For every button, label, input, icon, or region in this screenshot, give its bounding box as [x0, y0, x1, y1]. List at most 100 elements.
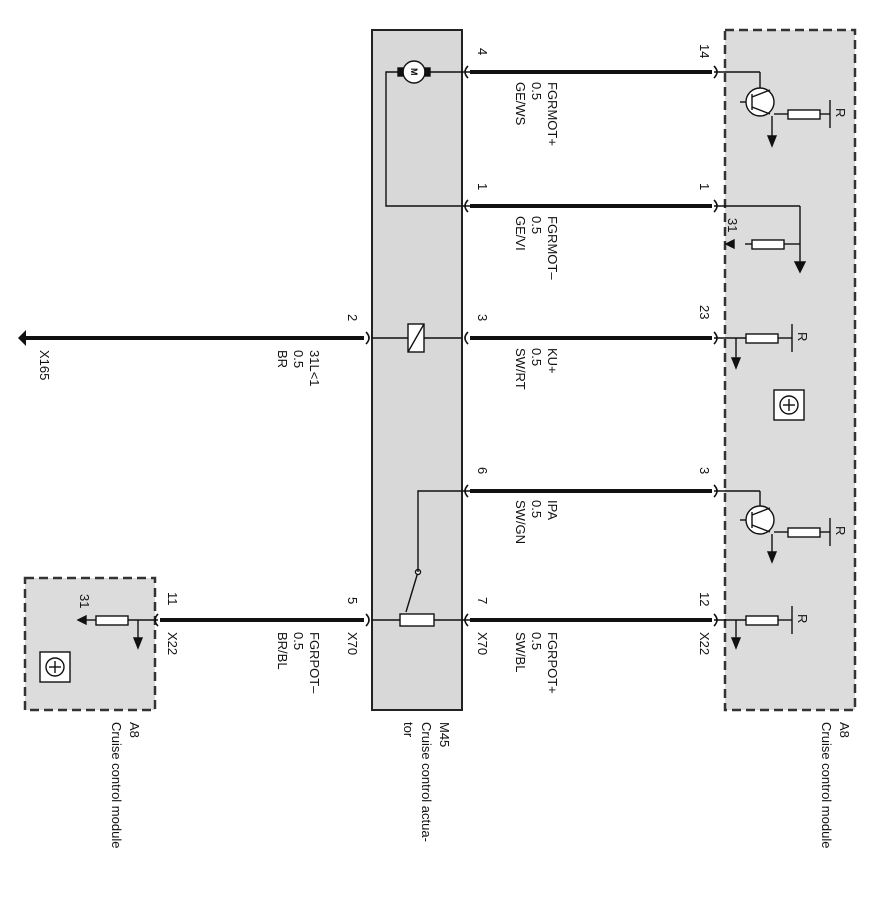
wire-gauge: 0.5: [529, 82, 544, 100]
left-module-pin-11: 11: [165, 592, 180, 606]
wire-label-fgrpot-plus: FGRPOT+ 0.5 SW/BL: [513, 632, 560, 694]
ground-31-label: 31: [77, 594, 92, 608]
component-id: A8: [837, 722, 852, 738]
ground-arrow-icon: [132, 637, 144, 650]
component-id: A8: [127, 722, 142, 738]
wire-color: GE/WS: [513, 82, 528, 126]
connector-x22-right: X22: [697, 632, 712, 655]
motor-brush: [424, 67, 431, 77]
resistor-label: R: [833, 526, 848, 535]
module-pin-3: 3: [697, 467, 712, 474]
motor-brush: [397, 67, 404, 77]
wire-label-fgrmot-plus: FGRMOT+ 0.5 GE/WS: [513, 82, 560, 146]
module-symbol-circle: [779, 395, 799, 415]
wire-label-ipa: IPA 0.5 SW/GN: [513, 500, 560, 544]
transistor-leg: [751, 89, 771, 98]
ground-triangle-icon: [793, 261, 807, 274]
motor-return-lead: [385, 71, 470, 207]
resistor-icon: [745, 615, 779, 626]
ground-terminal-icon: [18, 330, 26, 346]
wire-label-ku-plus: KU+ 0.5 SW/RT: [513, 348, 560, 390]
wire-color: SW/RT: [513, 348, 528, 390]
wire-color: BR/BL: [275, 632, 290, 670]
resistor-icon: [787, 109, 821, 120]
ground-arrow-icon: [724, 238, 735, 250]
resistor-icon: [787, 527, 821, 538]
actuator-pin-5: 5: [345, 597, 360, 604]
wire-color: BR: [275, 350, 290, 368]
signal-name: FGRPOT–: [307, 632, 322, 694]
signal-name: IPA: [545, 500, 560, 520]
module-pin-1: 1: [697, 183, 712, 190]
component-name-line2: tor: [401, 722, 416, 738]
pot-wiper-lead: [417, 490, 470, 572]
signal-name: KU+: [545, 348, 560, 374]
transistor-icon: [745, 505, 775, 535]
wire-gauge: 0.5: [291, 350, 306, 368]
wire-label-fgrpot-minus: FGRPOT– 0.5 BR/BL: [275, 632, 322, 694]
left-module-internals: [39, 614, 158, 683]
module-pin-12: 12: [697, 592, 712, 606]
pin-symbol: [365, 613, 370, 627]
wire-gauge: 0.5: [529, 632, 544, 650]
signal-name: FGRMOT+: [545, 82, 560, 146]
signal-name: FGRMOT–: [545, 216, 560, 280]
module-symbol-icon: [39, 651, 71, 683]
wire-gauge: 0.5: [529, 500, 544, 518]
actuator-pin-1: 1: [475, 183, 490, 190]
wires: [26, 70, 712, 622]
ground-arrow-icon: [766, 551, 778, 564]
actuator-pin-3: 3: [475, 314, 490, 321]
component-a8-left-label: A8 Cruise control module: [109, 722, 142, 848]
transistor-leg: [751, 106, 771, 115]
component-id: M45: [437, 722, 452, 747]
wire-color: SW/BL: [513, 632, 528, 672]
transistor-leg: [751, 507, 771, 516]
module-pin-14: 14: [697, 44, 712, 58]
actuator-pin-4: 4: [475, 48, 490, 55]
component-a8-right-label: A8 Cruise control module: [819, 722, 852, 848]
connector-x70-right: X70: [475, 632, 490, 655]
motor-label: M: [409, 68, 419, 76]
resistor-icon: [745, 333, 779, 344]
right-module-internals: [714, 71, 831, 650]
actuator-internals: [372, 60, 470, 627]
wire-color: GE/VI: [513, 216, 528, 251]
transistor-leg: [751, 524, 771, 533]
ground-arrow-icon: [766, 135, 778, 148]
actuator-pin-6: 6: [475, 467, 490, 474]
signal-name: FGRPOT+: [545, 632, 560, 694]
module-a8-left-box: [23, 576, 157, 712]
resistor-icon: [751, 239, 785, 250]
pot-wiper: [405, 571, 419, 613]
clutch-coil-diagonal: [407, 323, 425, 353]
actuator-pin-7: 7: [475, 597, 490, 604]
wire-gauge: 0.5: [529, 348, 544, 366]
connector-x22-left: X22: [165, 632, 180, 655]
signal-name: 31L<1: [307, 350, 322, 387]
wire-color: SW/GN: [513, 500, 528, 544]
ground-31-label: 31: [725, 218, 740, 232]
wire-gauge: 0.5: [291, 632, 306, 650]
ground-arrow-icon: [76, 614, 87, 626]
module-a8-right-box: [723, 28, 857, 712]
ground-arrow-icon: [730, 357, 742, 370]
wire-label-fgrmot-minus: FGRMOT– 0.5 GE/VI: [513, 216, 560, 280]
module-symbol-circle: [45, 657, 65, 677]
resistor-label: R: [795, 332, 810, 341]
pin-symbol: [464, 331, 469, 345]
component-name: Cruise control module: [819, 722, 834, 848]
component-m45-label: M45 Cruise control actua- tor: [401, 722, 452, 842]
wire-gauge: 0.5: [529, 216, 544, 234]
resistor-icon: [95, 615, 129, 626]
ground-x165-label: X165: [37, 350, 52, 380]
resistor-label: R: [795, 614, 810, 623]
resistor-label: R: [833, 108, 848, 117]
module-pin-23: 23: [697, 305, 712, 319]
ground-arrow-icon: [730, 637, 742, 650]
connector-x70-left: X70: [345, 632, 360, 655]
actuator-m45-box: [371, 29, 463, 711]
potentiometer-icon: [399, 613, 435, 627]
wire-label-31l: 31L<1 0.5 BR: [275, 350, 322, 387]
